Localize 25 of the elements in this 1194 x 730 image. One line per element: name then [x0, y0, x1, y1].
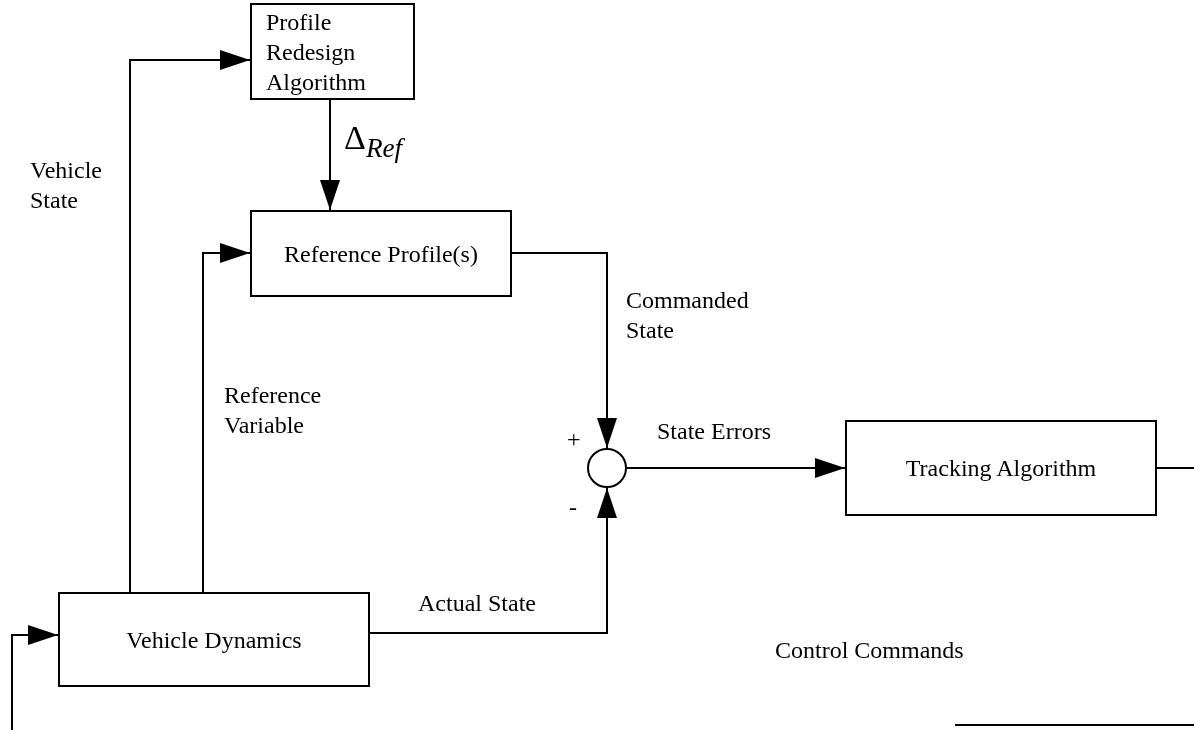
box-label: Tracking Algorithm	[905, 454, 1097, 483]
edge-label: Reference Variable	[224, 381, 323, 440]
edge-label: Vehicle State	[30, 156, 103, 215]
edge-label: Commanded State	[626, 286, 750, 345]
box-label: Reference Profile(s)	[284, 239, 478, 269]
arrow	[129, 50, 251, 593]
edge-label: Δ$_{Ref}$	[344, 118, 406, 165]
edge-label: State Errors	[657, 417, 772, 446]
sign-label: -	[569, 493, 577, 522]
arrow	[369, 487, 617, 634]
process-box	[58, 592, 370, 687]
arrow	[511, 252, 617, 449]
box-label: Vehicle Dynamics	[126, 625, 302, 655]
arrow	[11, 625, 59, 730]
arrow	[626, 458, 846, 478]
process-box	[250, 210, 512, 297]
summing-junction	[587, 448, 627, 488]
process-box	[845, 420, 1157, 516]
box-label: Profile Redesign Algorithm	[266, 7, 367, 97]
arrow	[320, 99, 340, 211]
arrow	[202, 243, 251, 593]
sign-label: +	[567, 425, 581, 454]
edge-label: Actual State	[418, 589, 537, 618]
process-box	[250, 3, 415, 100]
signal-label: Control Commands	[775, 636, 964, 665]
